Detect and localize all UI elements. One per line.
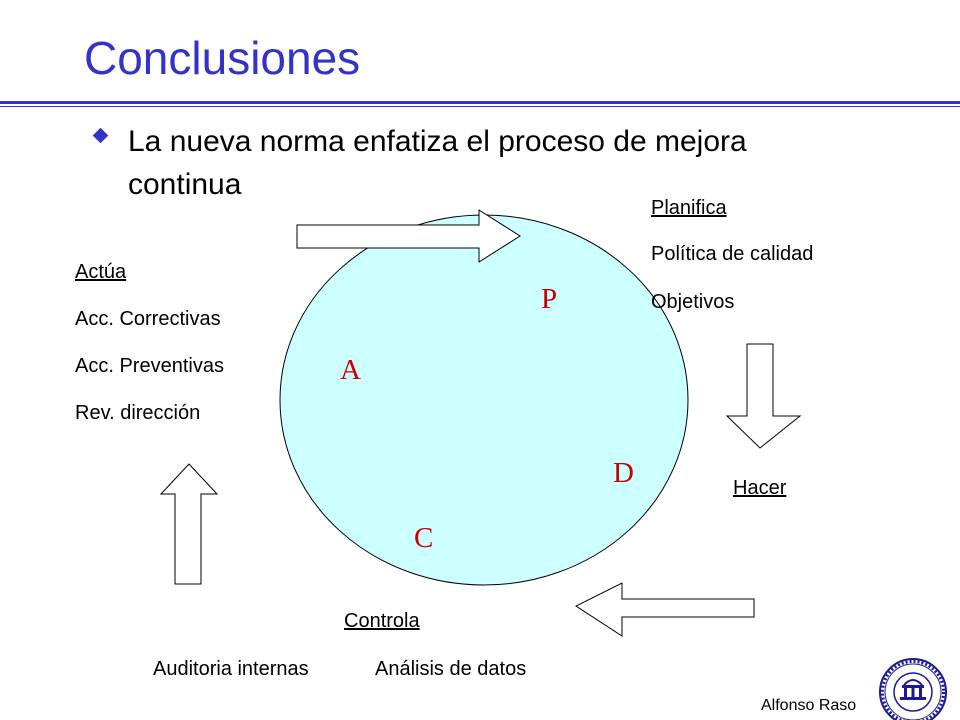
actua-heading: Actúa <box>75 261 127 283</box>
author-label: Alfonso Raso <box>761 697 857 714</box>
actua-item: Acc. Preventivas <box>75 355 224 377</box>
title-rule-thick <box>0 101 960 104</box>
university-seal-icon <box>879 658 947 720</box>
planifica-item: Política de calidad <box>651 243 814 265</box>
cycle-letter-c: C <box>414 522 434 554</box>
controla-item: Auditoria internas <box>153 658 309 680</box>
actua-item: Rev. dirección <box>75 402 201 424</box>
cycle-letter-d: D <box>613 457 634 489</box>
controla-item: Análisis de datos <box>375 658 527 680</box>
controla-heading: Controla <box>344 610 420 632</box>
actua-item: Acc. Correctivas <box>75 308 221 330</box>
arrow-left-icon <box>574 582 755 637</box>
bullet-text: La nueva norma enfatiza el proceso de me… <box>128 125 747 201</box>
cycle-letter-p: P <box>541 283 558 315</box>
hacer-heading: Hacer <box>733 477 787 499</box>
cycle-letter-a: A <box>340 354 361 386</box>
planifica-item: Objetivos <box>651 291 735 313</box>
slide-title: Conclusiones <box>84 32 361 84</box>
arrow-down-icon <box>725 343 802 449</box>
title-rule-thin <box>0 106 960 107</box>
arrow-right-icon <box>296 209 521 263</box>
arrow-up-icon <box>159 463 219 585</box>
planifica-heading: Planifica <box>651 197 727 219</box>
pdca-circle <box>279 214 689 586</box>
